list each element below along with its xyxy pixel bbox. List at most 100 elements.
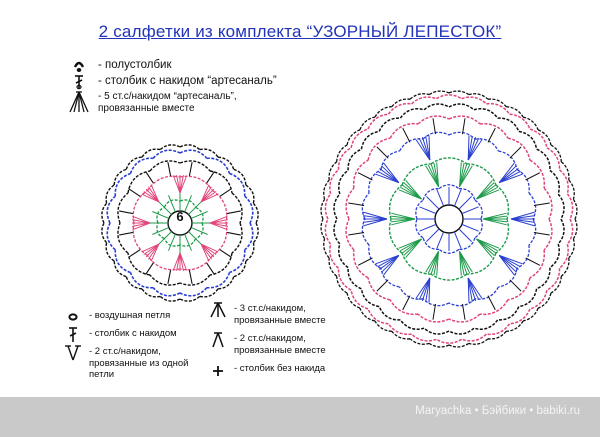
round-2-stitches [184,195,192,213]
round-3-fans [510,211,535,220]
legend-bottom-right: - 3 ст.с/накидом, провязанные вместе - 2… [207,300,367,378]
round-3-fans [498,255,515,276]
round-2-stitches [158,201,172,215]
five-dc-cluster-icon [69,91,89,113]
round-4-stitches [226,210,241,215]
round-2-stitches [168,195,176,213]
round-3-fans [148,243,160,260]
legend-label: - воздушная петля [89,310,171,321]
slip-stitch-icon [73,61,85,72]
round-3-fans [200,243,219,253]
round-4-stitches [402,127,411,143]
round-3-fans [381,255,400,273]
round-4-stitches [509,279,522,292]
round-4-stitches [128,188,141,197]
two-dc-together-icon [212,332,224,348]
round-2-fans [476,238,493,258]
round-3-fans [425,277,431,302]
three-dc-together-icon [210,302,226,318]
round-3-fans [209,222,228,231]
round-3-fans [467,137,477,161]
round-3-fans [499,254,523,265]
round-3-fans [132,219,151,224]
round-3-fans [467,277,483,299]
round-2-fans [459,165,473,187]
round-3-fans [363,215,388,220]
round-4-stitches [525,172,541,181]
round-1-stitches [458,196,472,210]
round-4-stitches [167,269,172,284]
legend-item: - столбик без накида [207,360,367,378]
round-3-fans [200,186,212,203]
round-4-stitches [525,257,541,266]
round-4-stitches [376,279,389,292]
round-2-fans [459,251,462,276]
round-1-stitches [461,206,479,215]
round-1-stitches [461,223,479,232]
legend-item: - 3 ст.с/накидом, провязанные вместе [207,300,367,330]
round-4-stitches [487,127,496,143]
round-4-stitches [402,295,411,311]
legend-label: - столбик с накидом [89,328,177,339]
round-4-stitches [128,249,141,258]
round-3-fans [150,243,160,262]
round-3-fans [467,277,470,303]
round-5-arcs [106,149,254,297]
round-4-stitches [348,202,365,206]
round-3-fans [375,254,399,265]
round-4-stitches [509,146,522,159]
legend-label: - столбик без накида [234,363,326,374]
round-3-fans [498,170,521,184]
round-2-stitches [190,211,208,219]
round-3-fans [510,218,535,223]
round-3-fans [379,168,400,184]
round-3-fans [418,138,431,161]
round-3-fans [415,139,431,161]
round-3-fans [498,255,517,273]
round-4-stitches [188,162,193,177]
round-3-fans [143,243,160,255]
round-3-fans [179,252,188,271]
legend-item: - 2 ст.с/накидом, провязанные вместе [207,330,367,360]
legend-item: - столбик с накидом “артесаналь” [68,74,328,90]
round-2-fans [391,212,416,220]
round-2-stitches [152,211,170,219]
round-1-stitches [419,223,437,232]
round-4-stitches [206,171,215,184]
round-3-fans [498,168,519,184]
round-3-fans [132,222,151,227]
small-doily-center-label: 6 [176,209,184,224]
round-3-fans [467,135,470,161]
round-3-fans [498,254,521,268]
legend-label: - 5 ст.с/накидом “артесаналь”, провязанн… [98,91,237,114]
round-4-stitches [533,232,550,236]
round-4-stitches [167,162,172,177]
round-1-stitches [453,231,462,249]
center-ring [434,204,464,234]
round-3-fans [172,252,181,271]
round-3-fans [145,243,160,258]
round-3-fans [176,175,181,194]
round-4-stitches [462,303,466,320]
legend-label: - столбик с накидом “артесаналь” [98,75,277,87]
round-3-fans [498,254,519,270]
legend-item: - полустолбик [68,58,328,74]
legend-bottom-left: - воздушная петля - столбик с накидом - … [62,307,222,385]
round-1-stitches [426,228,440,242]
footer-bar: Maryachka • Бэйбики • babiki.ru [0,397,600,437]
round-3-fans [179,175,184,194]
round-3-fans [148,186,160,203]
round-4-stitches [432,118,436,135]
round-3-fans [200,193,219,203]
round-2-fans [425,251,439,273]
round-3-fans [363,218,388,227]
legend-item: - 2 ст.с/накидом, провязанные из одной п… [62,343,222,385]
legend-item: - воздушная петля [62,307,222,325]
round-3-fans [383,255,400,276]
round-3-fans [418,277,431,300]
round-4-stitches [226,231,241,236]
round-2-stitches [190,227,208,235]
round-1-stitches [436,189,445,207]
round-3-fans [172,175,181,194]
single-crochet-icon [213,366,223,376]
